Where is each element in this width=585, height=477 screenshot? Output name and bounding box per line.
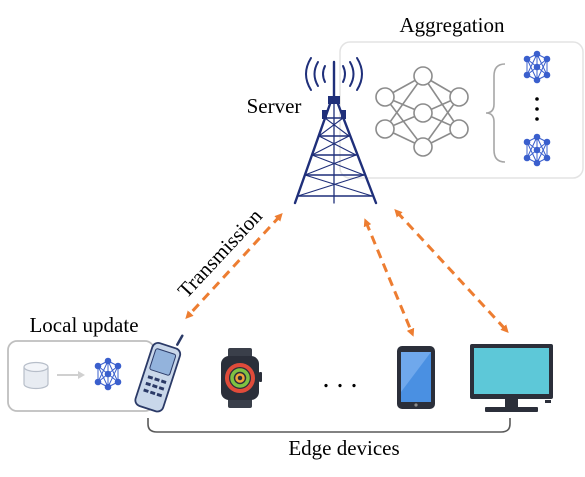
transmission-arrow-tablet [363,218,415,337]
edge-devices-bracket [147,418,511,433]
monitor-icon [470,344,553,412]
local-update-label: Local update [29,313,138,337]
transmission-arrow-phone [185,213,283,319]
database-icon [23,361,49,390]
global-neural-network-icon [375,66,469,157]
transmission-label: Transmission [173,204,268,303]
arrow-right-icon [57,371,85,379]
vertical-ellipsis [535,97,539,121]
brace [485,63,506,163]
smartwatch-icon [221,348,262,408]
edge-devices-label: Edge devices [288,436,399,460]
aggregation-label: Aggregation [400,13,505,37]
radio-tower-icon [293,57,378,205]
mobile-phone-icon [134,334,184,413]
devices-ellipsis: . . . [323,363,358,394]
transmission-arrow-monitor [394,209,509,333]
server-label: Server [247,94,302,118]
tablet-icon [397,346,435,409]
